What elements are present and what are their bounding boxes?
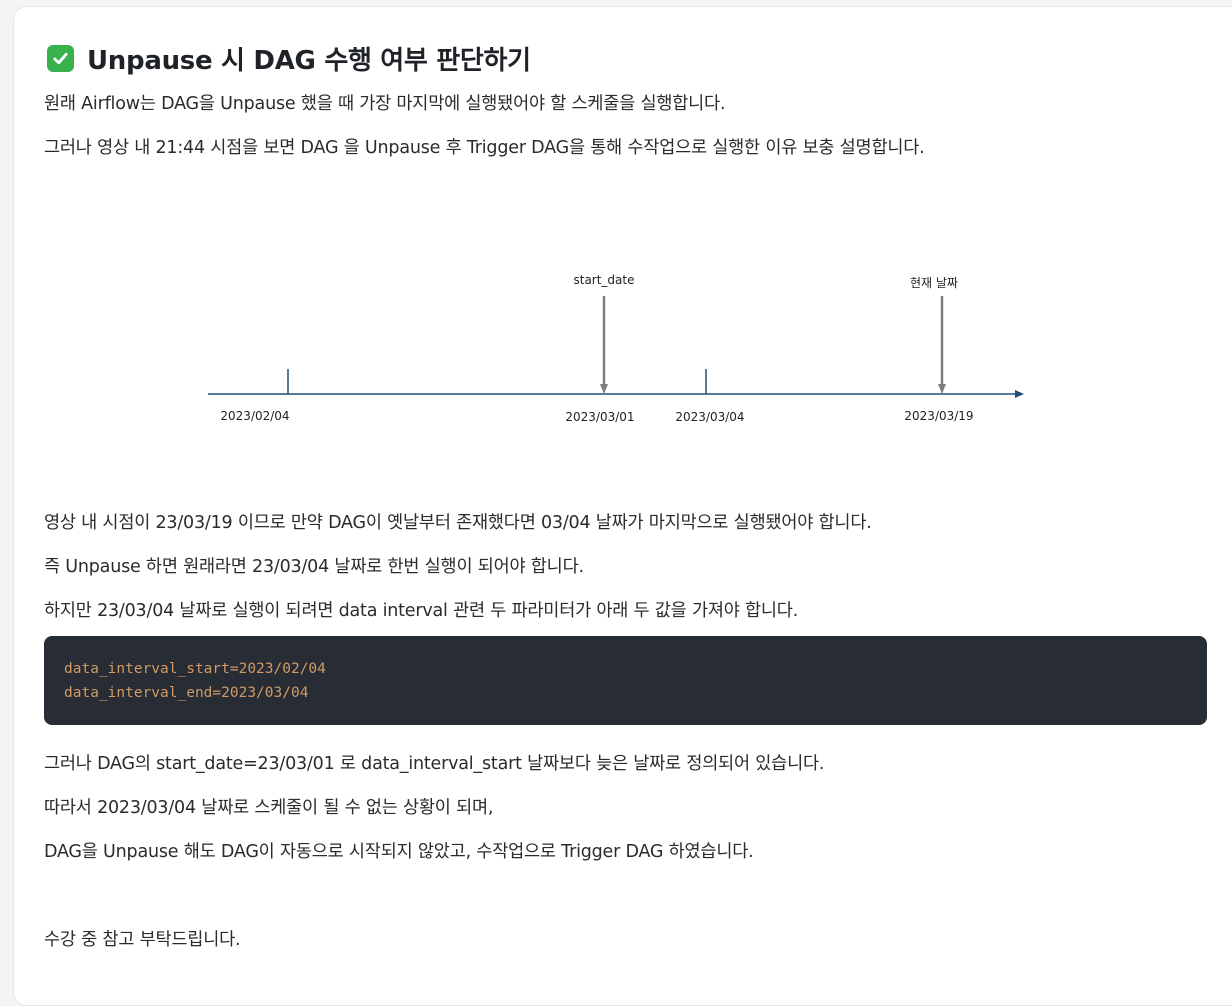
paragraph: 원래 Airflow는 DAG을 Unpause 했을 때 가장 마지막에 실행…	[44, 94, 726, 114]
code-line: data_interval_start=2023/02/04	[64, 661, 326, 677]
axis-arrowhead	[1015, 390, 1024, 398]
arrow-head	[938, 384, 946, 394]
section-heading: Unpause 시 DAG 수행 여부 판단하기	[47, 40, 531, 77]
code-line: data_interval_end=2023/03/04	[64, 685, 309, 701]
post-card	[13, 6, 1232, 1006]
paragraph: 하지만 23/03/04 날짜로 실행이 되려면 data interval 관…	[44, 601, 799, 621]
tick-label: 2023/02/04	[220, 409, 289, 423]
arrow-label: 현재 날짜	[910, 276, 958, 290]
check-box-icon	[47, 45, 74, 72]
tick-label: 2023/03/04	[675, 410, 744, 424]
paragraph: 따라서 2023/03/04 날짜로 스케줄이 될 수 없는 상황이 되며,	[44, 798, 494, 818]
timeline-diagram: start_date 현재 날짜 2023/02/04 2023/03/01 2…	[208, 273, 1024, 424]
tick-label: 2023/03/01	[565, 410, 634, 424]
arrow-head	[600, 384, 608, 394]
paragraph: 그러나 DAG의 start_date=23/03/01 로 data_inte…	[44, 754, 825, 774]
heading-text: Unpause 시 DAG 수행 여부 판단하기	[87, 46, 531, 76]
paragraph: 영상 내 시점이 23/03/19 이므로 만약 DAG이 옛날부터 존재했다면…	[44, 513, 872, 533]
paragraph: DAG을 Unpause 해도 DAG이 자동으로 시작되지 않았고, 수작업으…	[44, 842, 754, 862]
paragraph: 그러나 영상 내 21:44 시점을 보면 DAG 을 Unpause 후 Tr…	[44, 138, 925, 158]
tick-label: 2023/03/19	[904, 409, 973, 423]
closing-text: 수강 중 참고 부탁드립니다.	[44, 930, 241, 950]
arrow-label: start_date	[573, 273, 634, 287]
paragraph: 즉 Unpause 하면 원래라면 23/03/04 날짜로 한번 실행이 되어…	[44, 557, 584, 577]
code-block[interactable]: data_interval_start=2023/02/04 data_inte…	[44, 636, 1207, 725]
